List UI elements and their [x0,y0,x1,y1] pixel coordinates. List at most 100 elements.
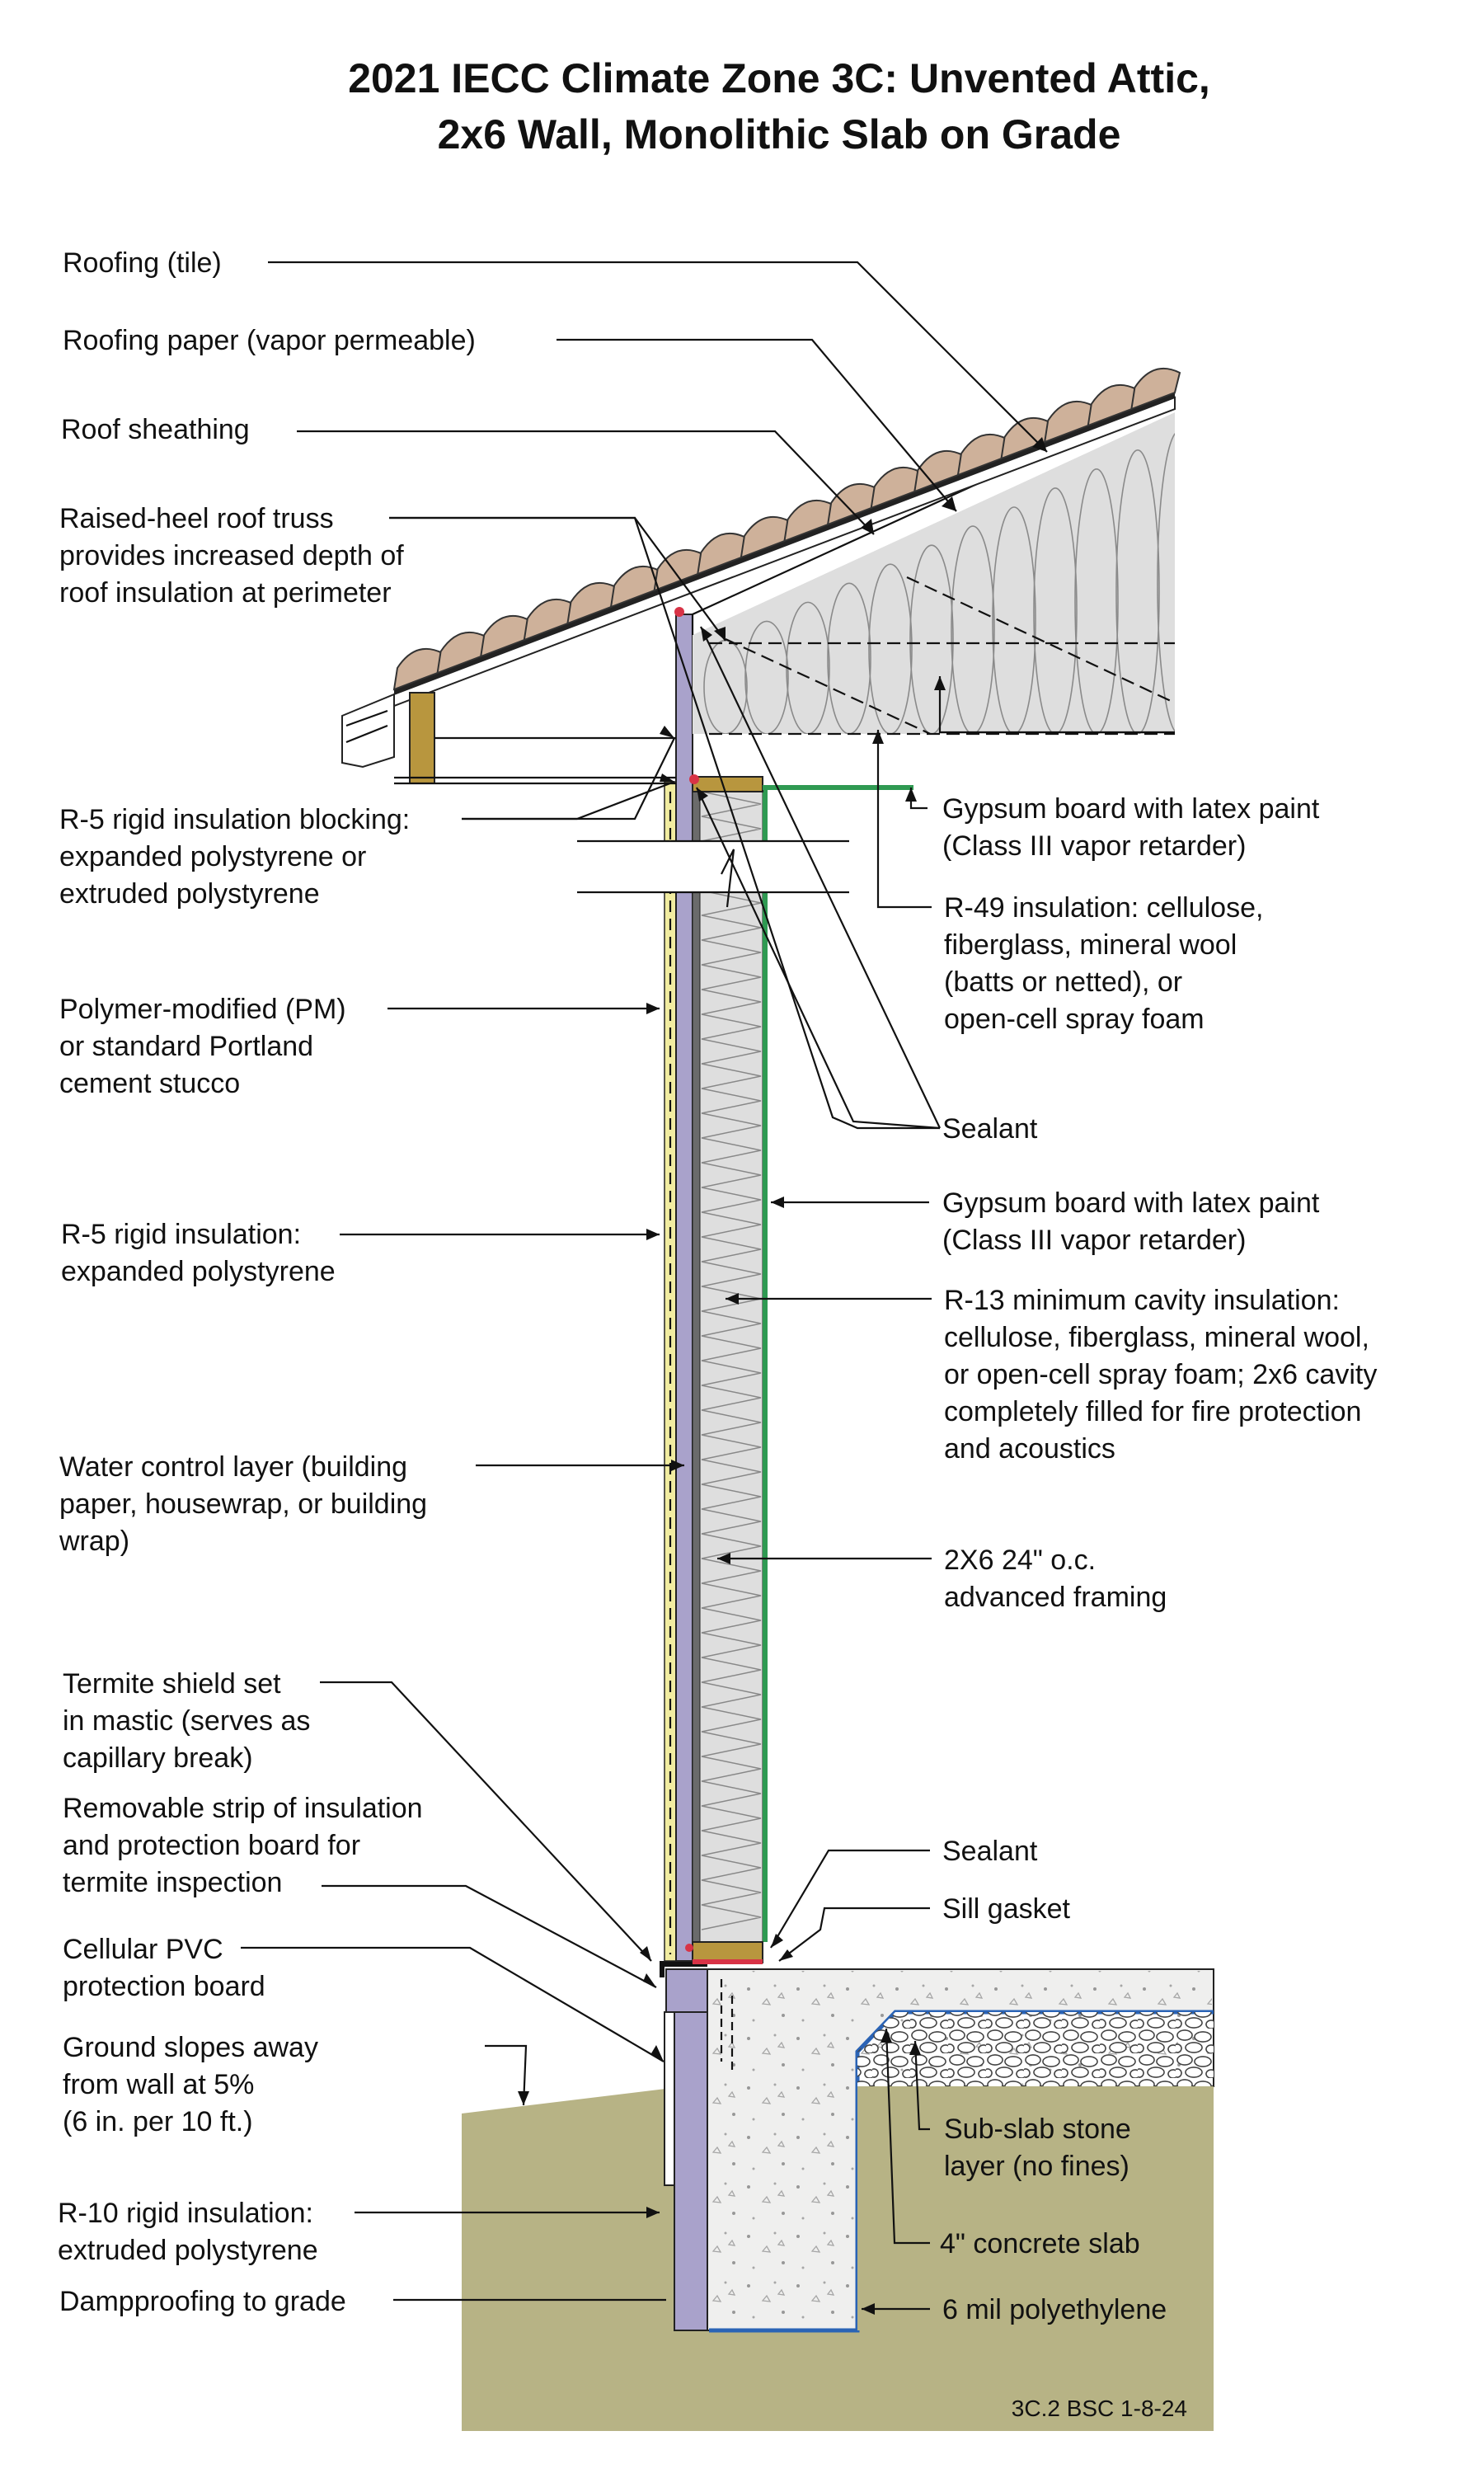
label-line: in mastic (serves as [63,1705,310,1737]
label-r10-rigid: R-10 rigid insulation: extruded polystyre… [58,2198,318,2266]
r5-rigid-wall-insulation [675,614,693,1962]
label-removable-strip: Removable strip of insulation and protect… [63,1793,423,1898]
diagram-title-line-1: 2021 IECC Climate Zone 3C: Unvented Atti… [348,55,1210,101]
pvc-protection-board [664,2011,675,2186]
label-line: open-cell spray foam [944,1004,1205,1035]
label-line: R-49 insulation: cellulose, [944,892,1263,924]
label-line: extruded polystyrene [58,2235,318,2266]
label-r49: R-49 insulation: cellulose, fiberglass, m… [944,892,1263,1035]
wall-sheathing [692,781,701,1962]
label-line: Sub-slab stone [944,2114,1131,2145]
label-line: Removable strip of insulation [63,1793,423,1824]
right-callouts: Gypsum board with latex paint (Class III … [940,793,1377,2325]
attic-insulation-group [693,412,1175,734]
label-line: Ground slopes away [63,2032,318,2063]
attic-batt-loop [827,582,871,734]
wall-break-gap [577,841,849,892]
label-line: fiberglass, mineral wool [944,929,1237,961]
label-r5-blocking: R-5 rigid insulation blocking:expanded p… [59,804,410,910]
label-line: and protection board for [63,1830,360,1861]
label-line: Roofing paper (vapor permeable) [63,325,476,356]
label-r5-rigid: R-5 rigid insulation:expanded polystyren… [61,1219,336,1287]
label-roofing-tile: Roofing (tile) [63,247,222,279]
label-stucco: Polymer-modified (PM)or standard Portlan… [59,994,346,1099]
label-line: Gypsum board with latex paint [942,793,1320,825]
label-line: R-10 rigid insulation: [58,2198,313,2229]
label-line: Sealant [942,1113,1038,1145]
label-line: extruded polystyrene [59,878,320,910]
label-line: and acoustics [944,1433,1115,1465]
slab-speckles-mask [857,2012,1214,2086]
label-line: expanded polystyrene or [59,841,366,872]
label-gypsum-wall: Gypsum board with latex paint (Class III … [942,1187,1320,1256]
label-line: (Class III vapor retarder) [942,1225,1246,1256]
label-line: cement stucco [59,1068,240,1099]
attic-batt-loop [1033,487,1078,734]
label-line: completely filled for fire protection [944,1396,1361,1427]
label-line: Roof sheathing [61,414,250,445]
label-sealant-bottom: Sealant [942,1836,1038,1867]
label-framing: 2X6 24" o.c.advanced framing [944,1545,1167,1613]
label-dampproofing: Dampproofing to grade [59,2286,346,2317]
label-termite-shield: Termite shield set in mastic (serves as ca… [63,1668,310,1774]
label-raised-heel: Raised-heel roof truss provides increased… [59,503,404,609]
label-line: Raised-heel roof truss [59,503,334,534]
fascia [341,693,395,769]
label-line: advanced framing [944,1582,1167,1613]
label-roofing-paper: Roofing paper (vapor permeable) [63,325,476,356]
termite-shield [660,1961,707,1977]
label-line: or open-cell spray foam; 2x6 cavity [944,1359,1377,1390]
label-line: Termite shield set [63,1668,281,1700]
roofing-paper-layer [394,393,1175,694]
label-line: roof insulation at perimeter [59,577,392,609]
sealant-bead-bottom [685,1944,693,1952]
label-line: R-13 minimum cavity insulation: [944,1285,1340,1316]
r10-foundation-insulation [674,2011,708,2331]
label-line: capillary break) [63,1742,253,1774]
label-line: 6 mil polyethylene [942,2294,1167,2325]
label-line: provides increased depth of [59,540,404,571]
sill-gasket-strip [693,1959,763,1964]
label-line: expanded polystyrene [61,1256,336,1287]
label-line: Gypsum board with latex paint [942,1187,1320,1219]
top-plate [692,776,763,792]
label-line: paper, housewrap, or building [59,1488,427,1520]
label-concrete-slab: 4" concrete slab [940,2228,1140,2259]
sealant-bead-truss [674,607,684,617]
roof-tile [1130,367,1181,411]
label-line: 4" concrete slab [940,2228,1140,2259]
label-pvc-board: Cellular PVC protection board [63,1934,265,2002]
label-sill-gasket: Sill gasket [942,1893,1071,1925]
label-line: (batts or netted), or [944,966,1182,998]
left-callouts: Roofing (tile) Roofing paper (vapor perme… [58,247,476,2317]
soffit-blocking [409,692,435,784]
drawing-code: 3C.2 BSC 1-8-24 [1012,2396,1187,2421]
attic-batt-loop [744,620,789,734]
removable-strip [665,1968,708,2013]
label-line: from wall at 5% [63,2069,254,2100]
attic-batt-loop [1157,430,1175,734]
label-line: (6 in. per 10 ft.) [63,2106,253,2137]
label-line: Dampproofing to grade [59,2286,346,2317]
label-line: Sill gasket [942,1893,1071,1925]
sealant-bead-top [689,774,699,784]
label-line: Roofing (tile) [63,247,222,279]
label-line: (Class III vapor retarder) [942,830,1246,862]
label-line: cellulose, fiberglass, mineral wool, [944,1322,1369,1353]
speckle-clear-right [857,2086,1214,2330]
label-line: Water control layer (building [59,1451,407,1483]
label-roof-sheathing: Roof sheathing [61,414,250,445]
label-line: Sealant [942,1836,1038,1867]
label-sealant-top: Sealant [942,1113,1038,1145]
attic-batt-loop [1074,468,1119,734]
label-r13: R-13 minimum cavity insulation: cellulose… [944,1285,1377,1465]
label-line: protection board [63,1971,265,2002]
label-water-control: Water control layer (building paper, hous… [59,1451,427,1557]
attic-batt-loop [992,506,1036,734]
label-poly: 6 mil polyethylene [942,2294,1167,2325]
label-line: Cellular PVC [63,1934,223,1965]
label-line: or standard Portland [59,1031,313,1062]
attic-batt-loop [1115,449,1160,734]
